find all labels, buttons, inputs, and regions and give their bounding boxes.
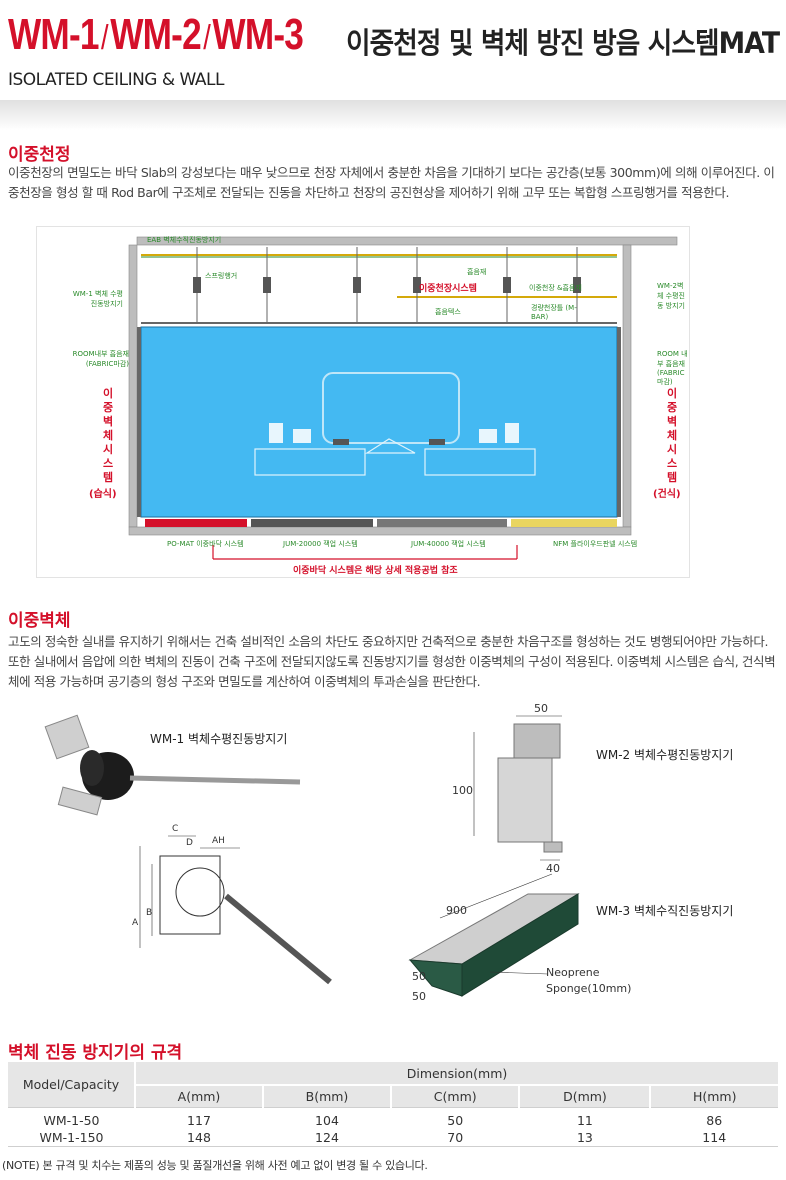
products-area: WM-1 벽체수평진동방지기 C D AH A B WM-2 벽체수평진동방지기…	[0, 696, 786, 1026]
spec-dimension-header: Dimension(mm)	[135, 1062, 778, 1086]
section-wall-text: 고도의 정숙한 실내를 유지하기 위해서는 건축 설비적인 소음의 차단도 중요…	[8, 634, 776, 689]
diagram-drawing	[128, 236, 678, 560]
label-ceiling-system: 이중천장시스템	[419, 284, 477, 294]
spec-cell: 86	[706, 1112, 723, 1128]
label-room-fabric-left: ROOM내부 흡음재 (FABRIC마감)	[72, 350, 129, 368]
label-jum20000: JUM-20000 잭업 시스템	[283, 540, 358, 548]
dim-wm3-material: Neoprene	[546, 966, 600, 979]
spec-cell: 117	[187, 1112, 211, 1128]
spec-col-d: D(mm)	[519, 1085, 652, 1108]
section-heading-wall: 이중벽체	[8, 611, 71, 631]
section-heading-spec: 벽체 진동 방지기의 규격	[8, 1043, 183, 1063]
label-light-ceiling: 경량천장틀 (M-BAR)	[531, 304, 577, 321]
spec-cell-model: WM-1-150	[39, 1129, 104, 1145]
dim-wm1-c: C	[172, 824, 179, 834]
dim-wm3-length: 900	[446, 904, 467, 917]
code-wm2: WM-2	[110, 10, 201, 59]
label-floor-note: 이중바닥 시스템은 해당 상세 적용공법 참조	[293, 566, 458, 576]
dim-wm1-a: A	[132, 918, 139, 928]
page-title: 이중천정 및 벽체 방진 방음 시스템MAT	[346, 26, 780, 60]
label-room-fabric-right: ROOM 내부 흡음재 (FABRIC마감)	[657, 350, 688, 386]
code-separator: /	[203, 19, 211, 57]
spec-cell: 104	[315, 1112, 339, 1128]
dim-wm1-d: D	[186, 838, 193, 848]
spec-cell: 148	[187, 1129, 211, 1145]
spec-cell-model: WM-1-50	[43, 1112, 100, 1128]
spec-cell: 11	[576, 1112, 593, 1128]
header-divider-band	[0, 100, 786, 130]
label-jum40000: JUM-40000 잭업 시스템	[411, 540, 486, 548]
label-wm2-product: WM-2 벽체수평진동방지기	[596, 748, 734, 762]
spec-cell: 70	[447, 1129, 464, 1145]
spec-col-a: A(mm)	[135, 1085, 264, 1108]
spec-cell: 124	[315, 1129, 339, 1145]
spec-model-header: Model/Capacity	[8, 1062, 136, 1108]
label-wall-left-suffix: (습식)	[89, 489, 117, 500]
dim-wm3-material2: Sponge(10mm)	[546, 982, 632, 995]
code-wm3: WM-3	[212, 10, 304, 59]
spec-col-h: H(mm)	[650, 1085, 778, 1108]
spec-note: (NOTE) 본 규격 및 치수는 제품의 성능 및 품질개선을 위해 사전 예…	[2, 1159, 428, 1172]
page-header: WM-1/WM-2/WM-3 이중천정 및 벽체 방진 방음 시스템MAT	[8, 6, 786, 60]
table-row: WM-1-150 148 124 70 13 114	[8, 1129, 778, 1146]
code-separator: /	[101, 19, 109, 57]
label-absorb-tex: 흡음텍스	[435, 308, 461, 316]
label-spring-hanger: 스프링행거	[205, 272, 238, 280]
product-codes: WM-1/WM-2/WM-3	[8, 10, 304, 60]
section-ceiling-text: 이중천장의 면밀도는 바닥 Slab의 강성보다는 매우 낮으므로 천장 자체에…	[8, 165, 775, 200]
spec-table: Model/Capacity Dimension(mm) A(mm) B(mm)…	[8, 1062, 778, 1147]
code-wm1: WM-1	[8, 10, 99, 59]
label-wm2: WM-2벽체 수평진동 방지기	[657, 282, 685, 310]
spec-col-c: C(mm)	[390, 1085, 521, 1108]
dim-wm2-side: 100	[452, 784, 473, 797]
label-wm1-product: WM-1 벽체수평진동방지기	[150, 732, 288, 746]
label-eab: EAB 벽체수직진동방지기	[147, 236, 222, 244]
spec-cell: 13	[576, 1129, 593, 1145]
spec-col-b: B(mm)	[262, 1085, 392, 1108]
label-wm1: WM-1 벽체 수평진동방지기	[72, 290, 123, 308]
label-wall-right-suffix: (건식)	[653, 489, 681, 500]
page-subtitle: ISOLATED CEILING & WALL	[8, 70, 225, 90]
label-ceiling-abs: 이중천장 &흡음재	[529, 284, 582, 292]
label-absorb: 흡음재	[467, 268, 487, 276]
ceiling-wall-diagram: EAB 벽체수직진동방지기 스프링행거 WM-1 벽체 수평진동방지기 ROOM…	[36, 226, 690, 578]
products-drawing	[44, 714, 580, 997]
dim-wm3-h1: 50	[412, 970, 426, 983]
spec-cell: 114	[702, 1129, 727, 1145]
dim-wm1-ah: AH	[212, 836, 225, 846]
label-nfm: NFM 플라이우드판넬 시스템	[553, 540, 638, 548]
section-heading-ceiling: 이중천정	[8, 145, 71, 165]
table-row: WM-1-50 117 104 50 11 86	[8, 1107, 778, 1129]
dim-wm3-h2: 50	[412, 990, 426, 1003]
spec-cell: 50	[447, 1112, 464, 1128]
dim-wm2-top: 50	[534, 702, 548, 715]
label-wm3-product: WM-3 벽체수직진동방지기	[596, 904, 734, 918]
dim-wm2-bottom: 40	[546, 862, 560, 875]
label-po-mat: PO-MAT 이중바닥 시스템	[167, 540, 244, 548]
dim-wm1-b: B	[146, 908, 153, 918]
